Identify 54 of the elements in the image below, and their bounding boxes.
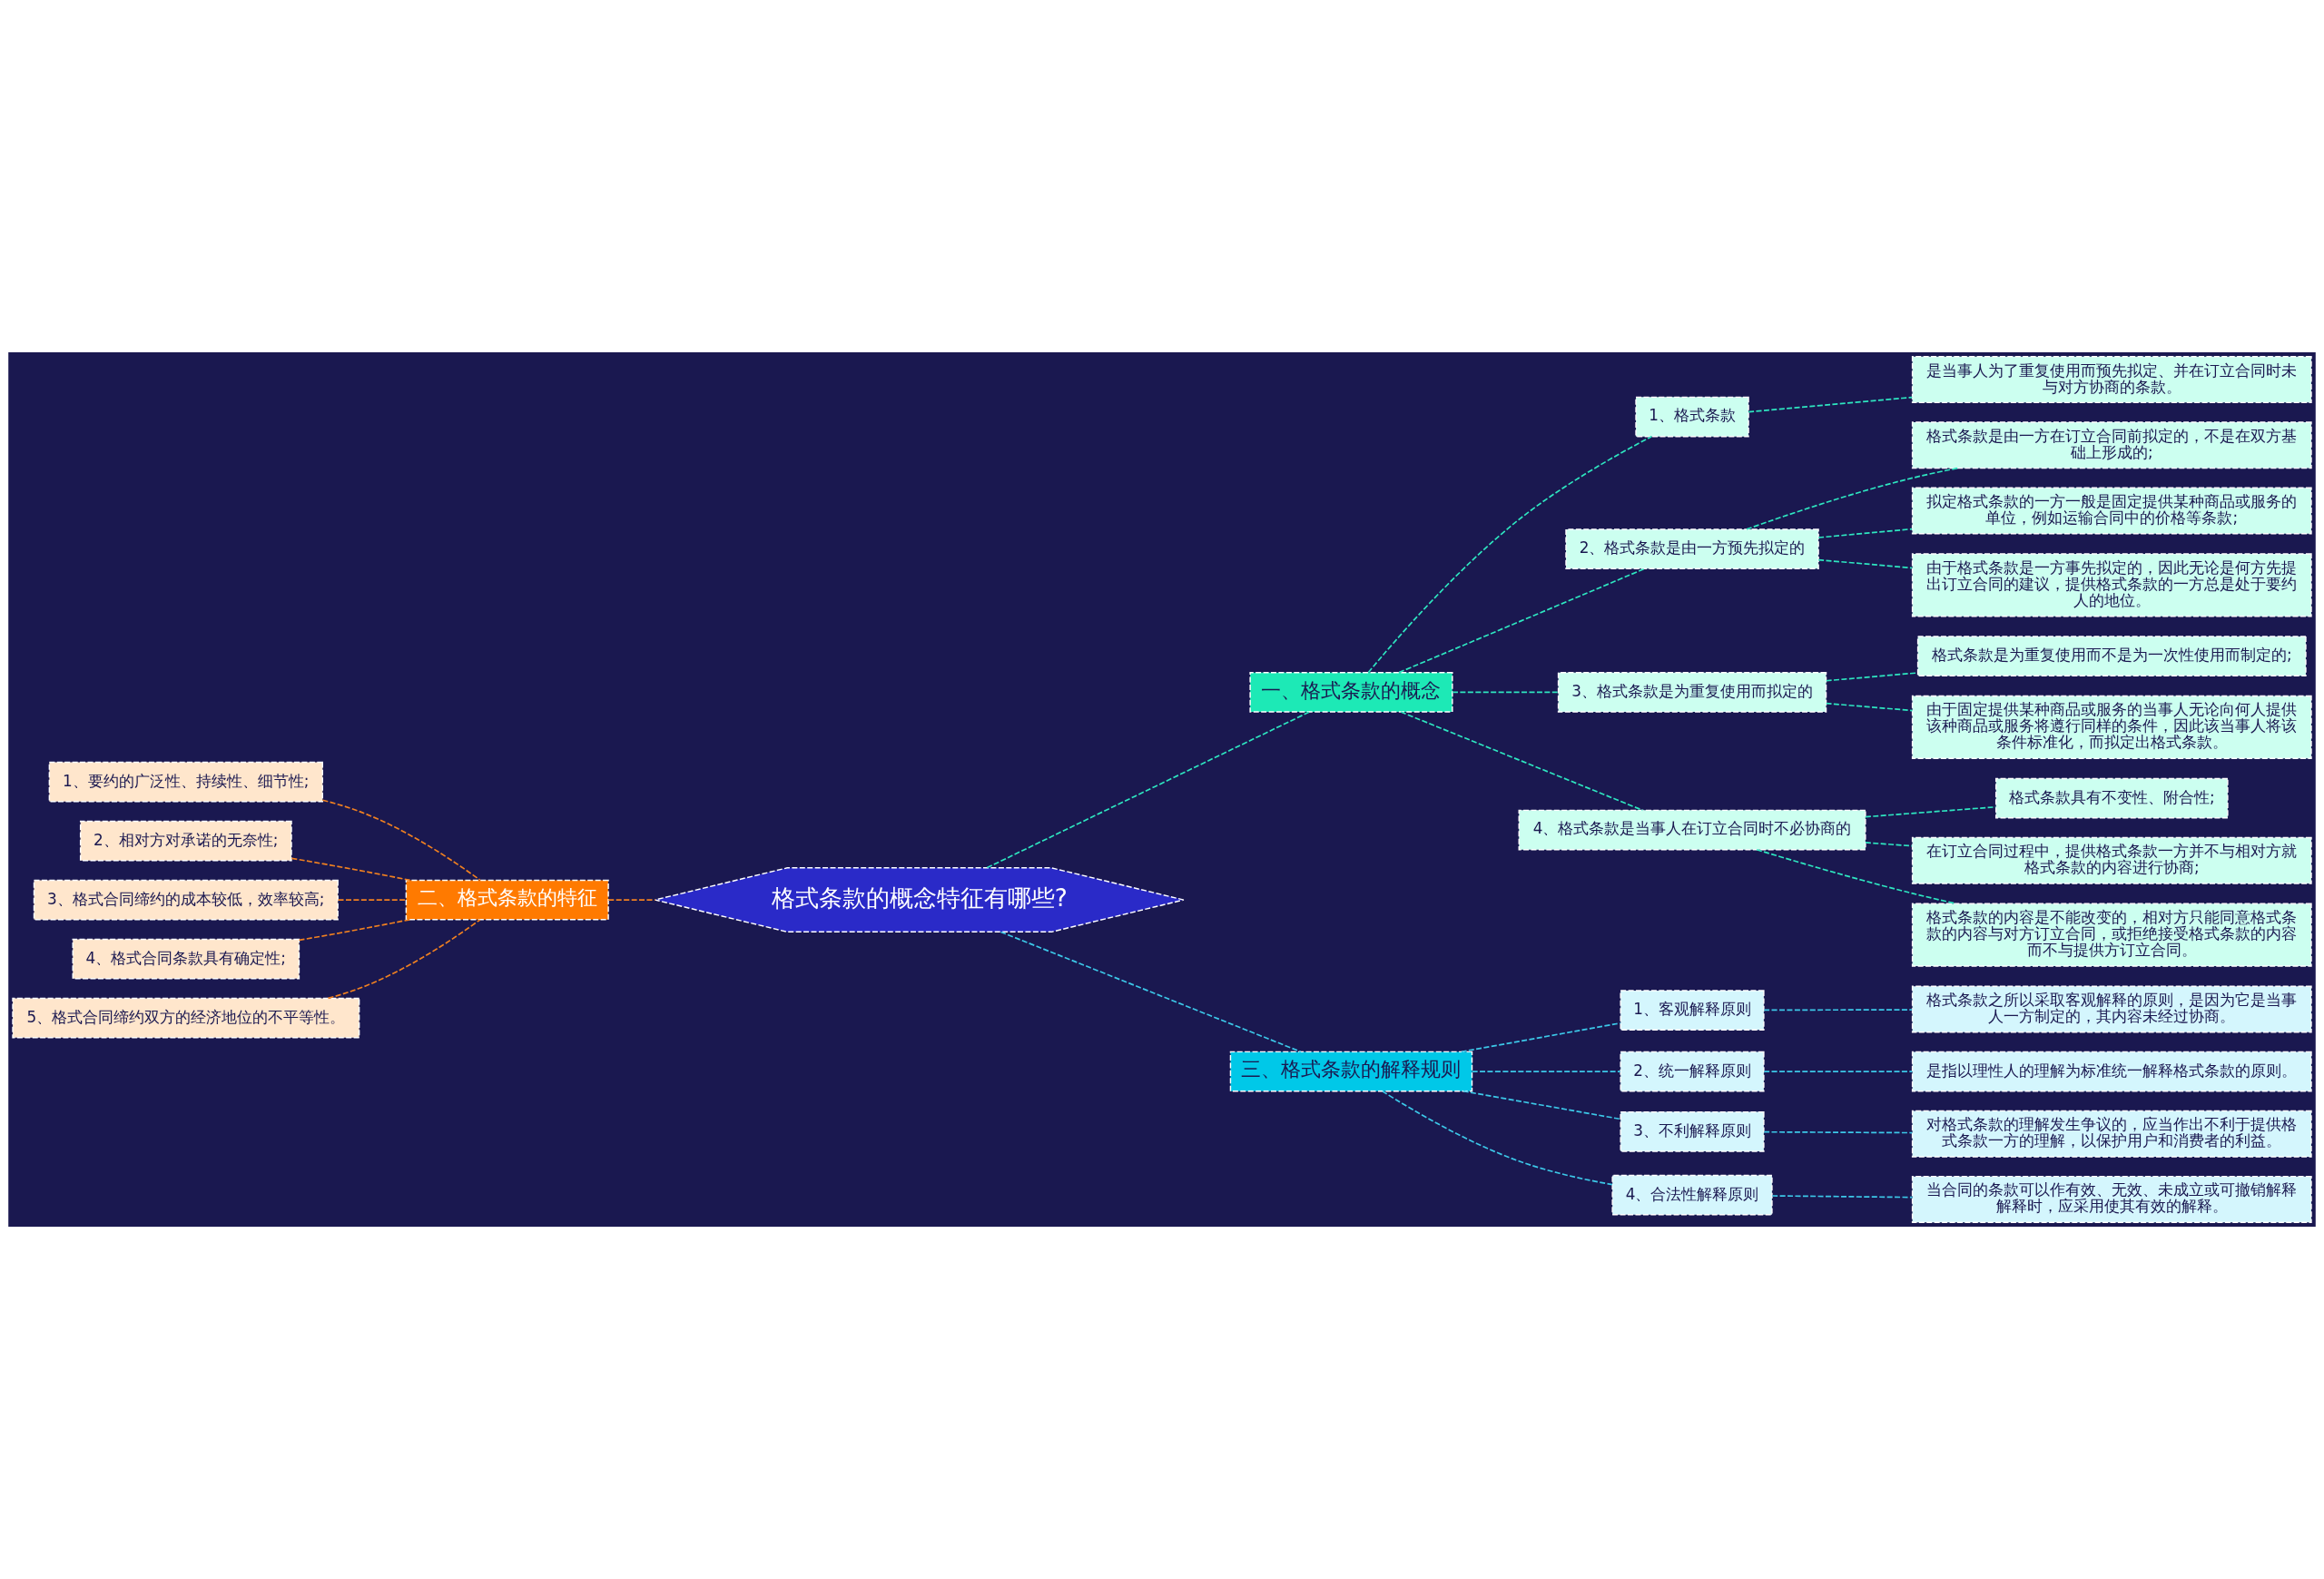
node-box: 由于固定提供某种商品或服务的当事人无论向何人提供该种商品或服务将遵行同样的条件，因此该当事人将该条件标准化，而拟定出格式条款。: [1911, 695, 2312, 759]
connector: [1748, 396, 1914, 413]
connector: [1763, 1009, 1914, 1012]
connector: [1462, 1090, 1621, 1120]
connector: [290, 857, 411, 882]
node-box: 4、格式条款是当事人在订立合同时不必协商的: [1518, 809, 1866, 851]
node-box: 拟定格式条款的一方一般是固定提供某种商品或服务的单位，例如运输合同中的价格等条款;: [1911, 487, 2312, 535]
connector: [321, 799, 481, 882]
connector: [327, 919, 481, 1000]
connector: [1381, 1090, 1613, 1186]
node-box: 2、统一解释原则: [1620, 1051, 1765, 1092]
node-box: 二、格式条款的特征: [405, 879, 609, 921]
node-box: 对格式条款的理解发生争议的，应当作出不利于提供格式条款一方的理解，以保护用户和消费者的利益。: [1911, 1110, 2312, 1158]
node-box: 是当事人为了重复使用而预先拟定、并在订立合同时未与对方协商的条款。: [1911, 356, 2312, 404]
node-box: 当合同的条款可以作有效、无效、未成立或可撤销解释解释时，应采用使其有效的解释。: [1911, 1175, 2312, 1223]
node-box: 1、客观解释原则: [1620, 990, 1765, 1031]
node-box: 格式条款的内容是不能改变的，相对方只能同意格式条款的内容与对方订立合同，或拒绝接受格式条款的内容而不与提供方订立合同。: [1911, 903, 2312, 967]
node-box: 4、格式合同条款具有确定性;: [72, 938, 300, 980]
node-box: 4、合法性解释原则: [1611, 1174, 1773, 1216]
connector: [1367, 435, 1653, 674]
connector: [986, 711, 1311, 869]
node-box: 一、格式条款的概念: [1249, 672, 1453, 713]
connector: [298, 918, 411, 942]
connector: [1763, 1071, 1914, 1072]
connector: [1000, 931, 1302, 1053]
node-box: 2、相对方对承诺的无奈性;: [79, 820, 292, 862]
node-box: 3、不利解释原则: [1620, 1110, 1765, 1152]
node-box: 1、格式条款: [1635, 396, 1749, 438]
node-box: 格式条款是由一方在订立合同前拟定的，不是在双方基础上形成的;: [1911, 421, 2312, 469]
node-box: 5、格式合同缔约双方的经济地位的不平等性。: [12, 997, 360, 1039]
connector: [1817, 558, 1914, 569]
connector: [1452, 691, 1560, 694]
node-box: 2、格式条款是由一方预先拟定的: [1565, 528, 1819, 570]
connector: [337, 899, 408, 901]
connector: [1825, 702, 1914, 712]
connector: [1400, 711, 1644, 812]
connector: [607, 899, 656, 901]
connector: [1460, 1021, 1621, 1053]
node-box: 在订立合同过程中，提供格式条款一方并不与相对方就格式条款的内容进行协商;: [1911, 836, 2312, 884]
node-box: 由于格式条款是一方事先拟定的，因此无论是何方先提出订立合同的建议，提供格式条款的一方总是处于要约人的地位。: [1911, 553, 2312, 617]
node-box: 3、格式条款是为重复使用而拟定的: [1557, 672, 1827, 713]
node-box: 格式条款是为重复使用而不是为一次性使用而制定的;: [1916, 636, 2307, 677]
node-box: 三、格式条款的解释规则: [1229, 1051, 1473, 1092]
node-box: 3、格式合同缔约的成本较低，效率较高;: [33, 879, 339, 921]
connector: [1471, 1071, 1621, 1072]
connector: [1398, 567, 1646, 674]
node-box: 1、要约的广泛性、持续性、细节性;: [48, 761, 324, 803]
node-box: 是指以理性人的理解为标准统一解释格式条款的原则。: [1911, 1051, 2312, 1092]
node-box: 格式条款具有不变性、附合性;: [1994, 777, 2229, 819]
connector: [1763, 1130, 1914, 1134]
connector: [1817, 528, 1914, 538]
node-box: 格式条款之所以采取客观解释的原则，是因为它是当事人一方制定的，其内容未经过协商。: [1911, 985, 2312, 1033]
connector: [1771, 1195, 1914, 1199]
connector: [1865, 842, 1914, 847]
